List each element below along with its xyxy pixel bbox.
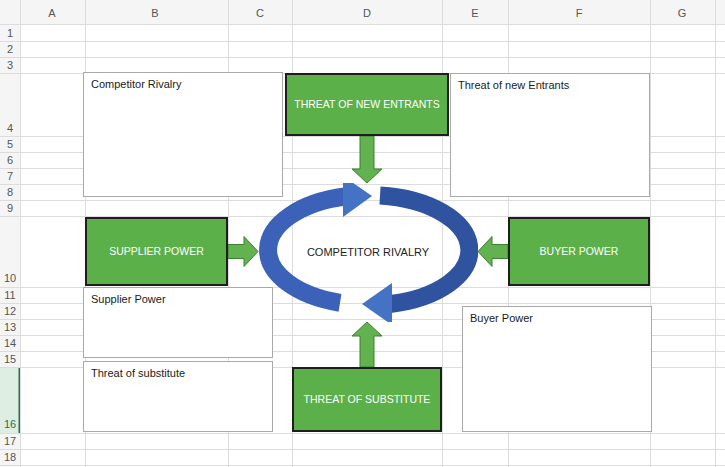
box-text: Buyer Power: [470, 312, 533, 324]
row-number: 15: [4, 353, 16, 365]
note-box: Supplier Power: [83, 287, 273, 358]
note-box: Threat of new Entrants: [450, 73, 650, 197]
row-number: 6: [7, 154, 13, 166]
row-number: 18: [4, 451, 16, 463]
row-number: 2: [7, 43, 13, 55]
force-box: THREAT OF NEW ENTRANTS: [285, 73, 448, 136]
row-number: 10: [4, 272, 16, 284]
box-text: Supplier Power: [91, 293, 166, 305]
cycle-arrowhead: [343, 183, 372, 217]
column-header: E: [471, 7, 478, 19]
column-header: G: [678, 7, 687, 19]
row-number: 11: [4, 289, 15, 301]
column-header: A: [48, 7, 55, 19]
cycle-node: COMPETITOR RIVALRY: [258, 183, 478, 322]
row-number: 13: [4, 321, 16, 333]
row-number: 17: [4, 435, 16, 447]
cycle-arrowhead: [362, 283, 392, 322]
column-header: D: [363, 7, 371, 19]
box-text: THREAT OF NEW ENTRANTS: [294, 98, 439, 111]
row-number: 4: [7, 122, 13, 134]
column-header-bar: [0, 0, 725, 24]
box-text: Competitor Rivalry: [91, 78, 181, 90]
block-arrow: [352, 322, 382, 367]
force-box: BUYER POWER: [508, 217, 650, 286]
box-text: BUYER POWER: [540, 245, 619, 258]
box-text: SUPPLIER POWER: [109, 245, 204, 258]
block-arrow: [228, 237, 258, 267]
block-arrow: [478, 237, 508, 267]
row-number: 9: [7, 202, 13, 214]
row-number: 1: [7, 27, 13, 39]
row-number: 16: [4, 418, 16, 430]
force-box: SUPPLIER POWER: [85, 217, 228, 286]
row-number: 5: [7, 138, 13, 150]
column-header: B: [151, 7, 158, 19]
block-arrow: [352, 136, 382, 183]
box-text: COMPETITOR RIVALRY: [307, 246, 429, 260]
column-header: F: [576, 7, 583, 19]
column-header: C: [256, 7, 264, 19]
force-box: THREAT OF SUBSTITUTE: [292, 367, 442, 432]
row-number: 7: [7, 170, 13, 182]
note-box: Buyer Power: [462, 306, 652, 432]
row-header-bar: [0, 0, 20, 467]
row-number: 12: [4, 305, 16, 317]
row-number: 8: [7, 186, 13, 198]
row-number: 14: [4, 337, 16, 349]
box-text: THREAT OF SUBSTITUTE: [304, 393, 431, 406]
box-text: Threat of substitute: [91, 367, 185, 379]
row-number: 3: [7, 59, 13, 71]
note-box: Threat of substitute: [83, 361, 273, 432]
box-text: Threat of new Entrants: [458, 79, 569, 91]
note-box: Competitor Rivalry: [83, 72, 283, 197]
selected-row-header: [0, 367, 20, 433]
